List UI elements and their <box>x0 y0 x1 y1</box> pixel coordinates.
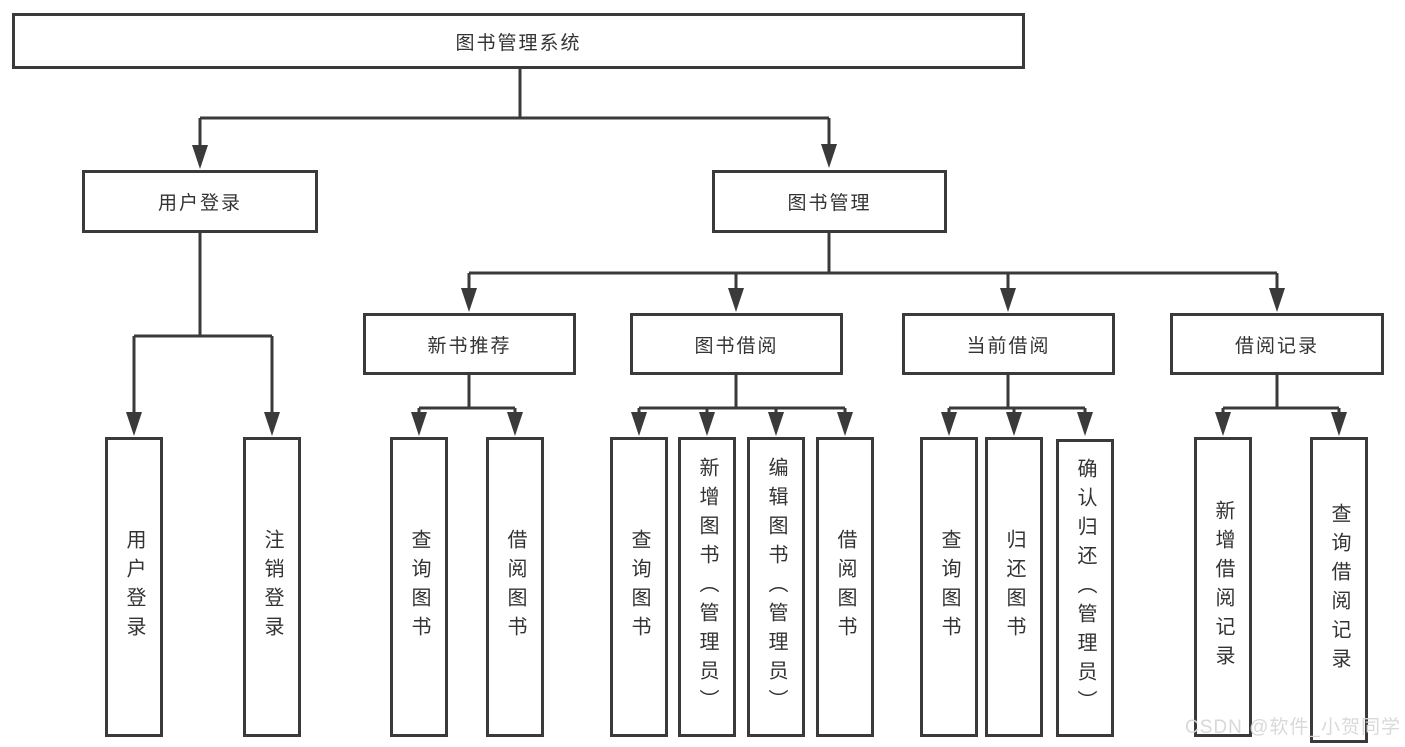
leaf-label: 新增借阅记录 <box>1212 500 1234 674</box>
leaf-label: 编辑图书（管理员） <box>765 456 787 718</box>
leaf-label: 确认归还（管理员） <box>1074 457 1096 719</box>
leaf-query-books-recommend: 查询图书 <box>390 437 448 737</box>
node-library-management-system: 图书管理系统 <box>12 13 1025 69</box>
node-current-borrow: 当前借阅 <box>902 313 1115 375</box>
leaf-edit-book-admin: 编辑图书（管理员） <box>747 437 805 737</box>
node-new-book-recommend: 新书推荐 <box>363 313 576 375</box>
leaf-label: 查询借阅记录 <box>1328 503 1350 677</box>
leaf-confirm-return-admin: 确认归还（管理员） <box>1056 439 1114 737</box>
leaf-borrow-books: 借阅图书 <box>816 437 874 737</box>
leaf-query-books-current: 查询图书 <box>920 437 978 737</box>
leaf-query-borrow-record: 查询借阅记录 <box>1310 437 1368 743</box>
node-book-management: 图书管理 <box>712 170 947 233</box>
leaf-add-book-admin: 新增图书（管理员） <box>678 437 736 737</box>
leaf-label: 注销登录 <box>261 529 283 645</box>
leaf-label: 查询图书 <box>628 529 650 645</box>
leaf-label: 借阅图书 <box>834 529 856 645</box>
leaf-label: 借阅图书 <box>504 529 526 645</box>
leaf-label: 查询图书 <box>938 529 960 645</box>
node-user-login: 用户登录 <box>82 170 318 233</box>
leaf-borrow-books-recommend: 借阅图书 <box>486 437 544 737</box>
leaf-return-books: 归还图书 <box>985 437 1043 737</box>
leaf-label: 用户登录 <box>123 529 145 645</box>
leaf-logout: 注销登录 <box>243 437 301 737</box>
leaf-query-books-borrow: 查询图书 <box>610 437 668 737</box>
leaf-add-borrow-record: 新增借阅记录 <box>1194 437 1252 737</box>
leaf-label: 新增图书（管理员） <box>696 456 718 718</box>
leaf-label: 归还图书 <box>1003 529 1025 645</box>
leaf-user-login: 用户登录 <box>105 437 163 737</box>
node-book-borrow: 图书借阅 <box>630 313 843 375</box>
node-borrow-records: 借阅记录 <box>1170 313 1384 375</box>
arrowheads <box>126 144 1347 436</box>
leaf-label: 查询图书 <box>408 529 430 645</box>
